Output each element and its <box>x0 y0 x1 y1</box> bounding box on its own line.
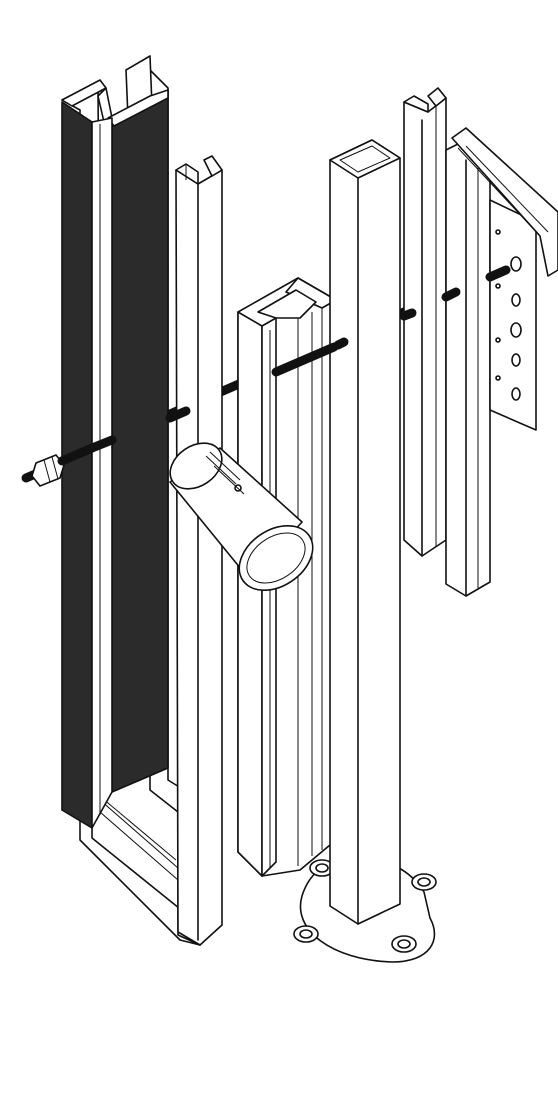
right-perforated-bracket <box>445 127 558 597</box>
left-channel-with-dark-panel <box>61 55 201 946</box>
threaded-rod-visible-segments <box>57 265 511 466</box>
tube-sleeve <box>169 442 314 592</box>
hex-nut <box>21 454 65 487</box>
right-angle-channel <box>403 87 447 557</box>
square-post-with-base <box>293 139 437 963</box>
middle-left-channel <box>175 155 223 946</box>
